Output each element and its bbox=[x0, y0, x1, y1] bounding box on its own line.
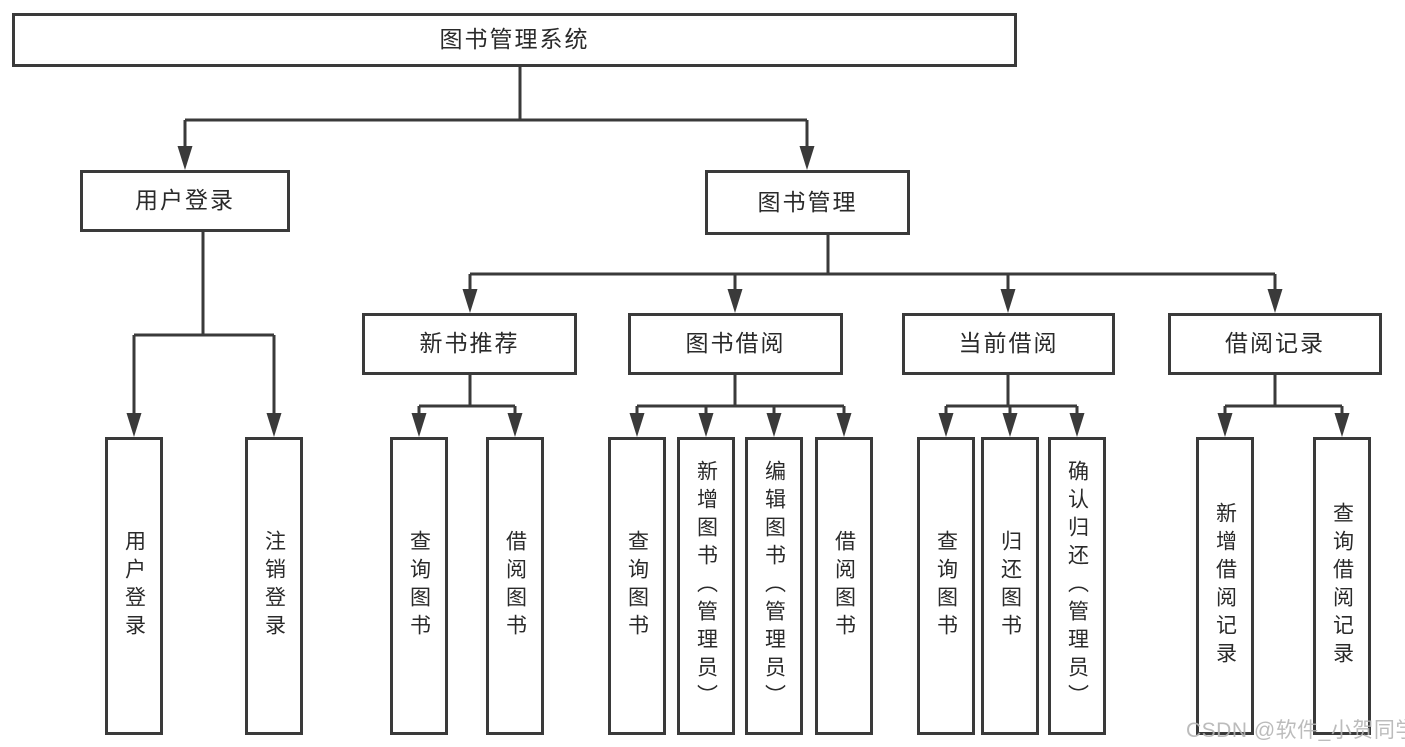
csdn-watermark: CSDN @软件_小贺同学 bbox=[1186, 719, 1405, 742]
node-library-management-system: 图书管理系统 bbox=[12, 13, 1017, 67]
leaf-confirm-return-admin: 确认归还（管理员） bbox=[1048, 437, 1106, 735]
leaf-add-borrow-record: 新增借阅记录 bbox=[1196, 437, 1254, 735]
connector-borrow-record-to-leaves bbox=[1217, 375, 1350, 437]
node-user-login: 用户登录 bbox=[80, 170, 290, 232]
leaf-borrow-book: 借阅图书 bbox=[815, 437, 873, 735]
leaf-query-book-current: 查询图书 bbox=[917, 437, 975, 735]
leaf-query-book-recommend: 查询图书 bbox=[390, 437, 448, 735]
node-new-book-recommend: 新书推荐 bbox=[362, 313, 577, 375]
node-book-management: 图书管理 bbox=[705, 170, 910, 235]
connector-book-borrow-to-leaves bbox=[629, 375, 852, 437]
connector-root-to-level2 bbox=[177, 66, 815, 170]
leaf-edit-book-admin: 编辑图书（管理员） bbox=[745, 437, 803, 735]
leaf-return-book: 归还图书 bbox=[981, 437, 1039, 735]
connector-book-mgmt-to-level3 bbox=[462, 235, 1283, 313]
leaf-user-login: 用户登录 bbox=[105, 437, 163, 735]
node-book-borrow: 图书借阅 bbox=[628, 313, 843, 375]
leaf-add-book-admin: 新增图书（管理员） bbox=[677, 437, 735, 735]
leaf-query-borrow-record: 查询借阅记录 bbox=[1313, 437, 1371, 735]
connector-user-login-to-leaves bbox=[126, 232, 282, 437]
leaf-logout: 注销登录 bbox=[245, 437, 303, 735]
node-borrow-record: 借阅记录 bbox=[1168, 313, 1382, 375]
connector-current-borrow-to-leaves bbox=[938, 375, 1085, 437]
node-current-borrow: 当前借阅 bbox=[902, 313, 1115, 375]
leaf-query-book-borrow: 查询图书 bbox=[608, 437, 666, 735]
connector-new-book-to-leaves bbox=[411, 375, 523, 437]
leaf-borrow-book-recommend: 借阅图书 bbox=[486, 437, 544, 735]
